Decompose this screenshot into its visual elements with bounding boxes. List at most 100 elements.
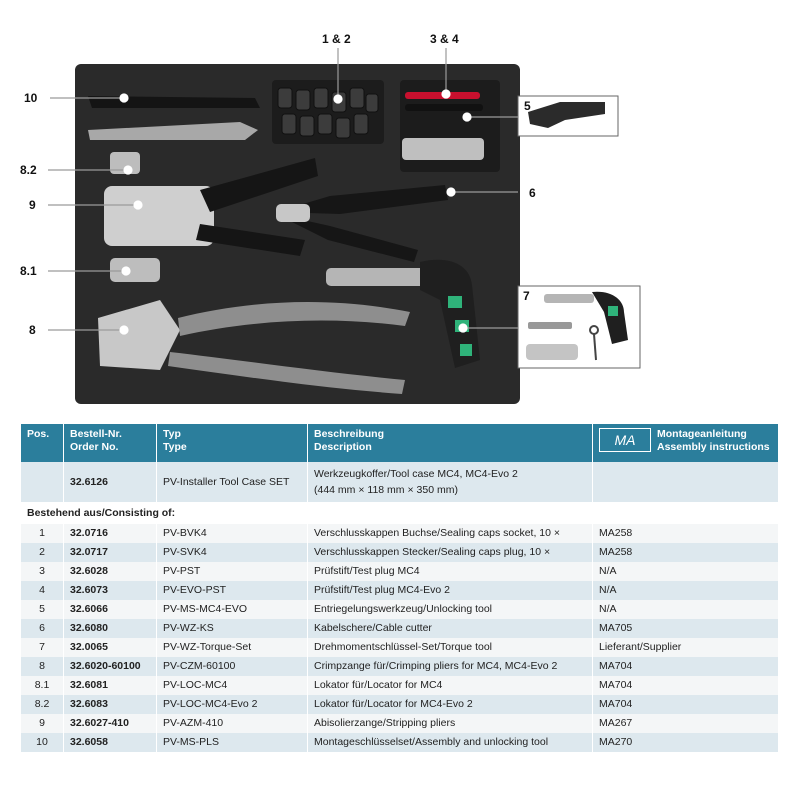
sealing-caps bbox=[277, 87, 379, 139]
cell-pos: 10 bbox=[21, 733, 64, 752]
cell-description: Prüfstift/Test plug MC4-Evo 2 bbox=[307, 581, 593, 600]
cell-pos: 4 bbox=[21, 581, 64, 600]
cell-type: PV-EVO-PST bbox=[156, 581, 308, 600]
cell-type: PV-CZM-60100 bbox=[156, 657, 308, 676]
cell-type: PV-MS-PLS bbox=[156, 733, 308, 752]
cell-pos: 5 bbox=[21, 600, 64, 619]
cell-description: Crimpzange für/Crimping pliers for MC4, … bbox=[307, 657, 593, 676]
table-row-section: Bestehend aus/Consisting of: bbox=[21, 502, 779, 524]
cell-order: 32.6073 bbox=[63, 581, 157, 600]
cell-description: Abisolierzange/Stripping pliers bbox=[307, 714, 593, 733]
callout-10: 10 bbox=[24, 91, 38, 105]
cell-manual: MA704 bbox=[592, 657, 779, 676]
cell-manual: MA704 bbox=[592, 695, 779, 714]
torque-tool-shaft bbox=[326, 268, 426, 286]
cell-order: 32.6058 bbox=[63, 733, 157, 752]
cell-description: Prüfstift/Test plug MC4 bbox=[307, 562, 593, 581]
cell-order: 32.6126 bbox=[63, 462, 157, 502]
cell-description: Entriegelungswerkzeug/Unlocking tool bbox=[307, 600, 593, 619]
cell-manual: N/A bbox=[592, 581, 779, 600]
cell-manual: MA258 bbox=[592, 543, 779, 562]
callout-6: 6 bbox=[529, 186, 536, 200]
cell-type: PV-MS-MC4-EVO bbox=[156, 600, 308, 619]
cell-type: PV-LOC-MC4-Evo 2 bbox=[156, 695, 308, 714]
cell-description: Montageschlüsselset/Assembly and unlocki… bbox=[307, 733, 593, 752]
tool-case-figure: 10 1 & 2 3 & 4 5 8.2 9 6 8.1 7 8 bbox=[20, 32, 641, 404]
torque-tool-grip bbox=[420, 259, 480, 368]
cell-pos: 2 bbox=[21, 543, 64, 562]
callout-5: 5 bbox=[524, 99, 531, 113]
cell-order: 32.0716 bbox=[63, 524, 157, 543]
callout-9: 9 bbox=[29, 198, 36, 212]
callout-8-2: 8.2 bbox=[20, 163, 37, 177]
cell-pos: 7 bbox=[21, 638, 64, 657]
callout-8-1: 8.1 bbox=[20, 264, 37, 278]
cell-type: PV-Installer Tool Case SET bbox=[156, 462, 308, 502]
header-order: Bestell-Nr.Order No. bbox=[63, 424, 157, 462]
callout-1-2: 1 & 2 bbox=[322, 32, 351, 46]
section-label: Bestehend aus/Consisting of: bbox=[21, 502, 779, 524]
test-plug-black bbox=[405, 104, 483, 111]
leader-lines bbox=[48, 48, 518, 335]
cell-type: PV-LOC-MC4 bbox=[156, 676, 308, 695]
locator-8-1 bbox=[110, 258, 160, 282]
crimping-pliers-handle-a bbox=[178, 301, 410, 336]
cell-type: PV-AZM-410 bbox=[156, 714, 308, 733]
table-row-case: 32.6126 PV-Installer Tool Case SET Werkz… bbox=[21, 462, 779, 502]
locator-8-2 bbox=[110, 152, 140, 174]
cell-description: Kabelschere/Cable cutter bbox=[307, 619, 593, 638]
header-pos: Pos. bbox=[21, 424, 64, 462]
stripping-pliers-body bbox=[104, 186, 214, 246]
cell-manual: N/A bbox=[592, 562, 779, 581]
cell-pos: 8.1 bbox=[21, 676, 64, 695]
crimping-pliers-head bbox=[98, 300, 180, 370]
cell-pos: 9 bbox=[21, 714, 64, 733]
cell-order: 32.6083 bbox=[63, 695, 157, 714]
cell-description: Drehmomentschlüssel-Set/Torque tool bbox=[307, 638, 593, 657]
cell-pos: 6 bbox=[21, 619, 64, 638]
cell-order: 32.6027-410 bbox=[63, 714, 157, 733]
cell-type: PV-SVK4 bbox=[156, 543, 308, 562]
callout-3-4: 3 & 4 bbox=[430, 32, 459, 46]
cell-manual: MA704 bbox=[592, 676, 779, 695]
cell-pos: 8.2 bbox=[21, 695, 64, 714]
cell-manual: N/A bbox=[592, 600, 779, 619]
crimping-pliers-handle-b bbox=[168, 352, 405, 394]
cell-description: Verschlusskappen Stecker/Sealing caps pl… bbox=[307, 543, 593, 562]
cell-type: PV-WZ-Torque-Set bbox=[156, 638, 308, 657]
callout-8: 8 bbox=[29, 323, 36, 337]
cell-type: PV-PST bbox=[156, 562, 308, 581]
cell-order: 32.6080 bbox=[63, 619, 157, 638]
tool-case-illustration bbox=[48, 48, 641, 404]
cell-pos bbox=[21, 462, 64, 502]
cell-pos: 3 bbox=[21, 562, 64, 581]
cell-order: 32.0717 bbox=[63, 543, 157, 562]
cell-pos: 8 bbox=[21, 657, 64, 676]
cell-manual bbox=[592, 462, 779, 502]
cell-description: Lokator für/Locator for MC4 bbox=[307, 676, 593, 695]
cell-order: 32.0065 bbox=[63, 638, 157, 657]
assembly-tool-upper bbox=[88, 96, 260, 108]
cable-cutter-handle-b bbox=[276, 214, 418, 262]
cell-order: 32.6028 bbox=[63, 562, 157, 581]
cell-manual: MA267 bbox=[592, 714, 779, 733]
cell-type: PV-WZ-KS bbox=[156, 619, 308, 638]
cell-description: Verschlusskappen Buchse/Sealing caps soc… bbox=[307, 524, 593, 543]
cell-description: Lokator für/Locator for MC4-Evo 2 bbox=[307, 695, 593, 714]
cell-type: PV-BVK4 bbox=[156, 524, 308, 543]
cell-order: 32.6020-60100 bbox=[63, 657, 157, 676]
assembly-tool-lower bbox=[88, 122, 258, 140]
